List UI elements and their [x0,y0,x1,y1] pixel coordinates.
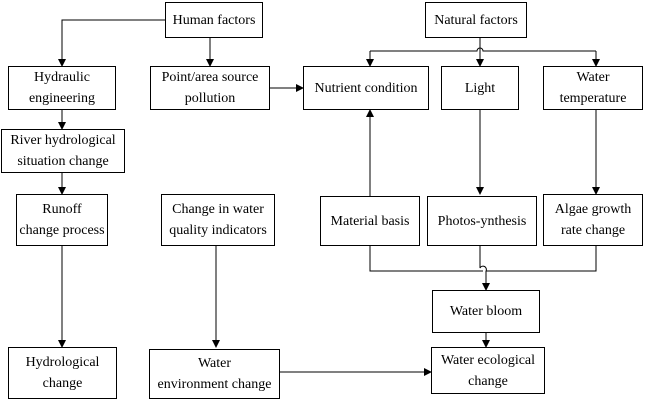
node-runoff-change-process: Runoff change process [16,194,108,246]
edge-natural-horizontal [370,47,596,52]
node-hydraulic-engineering: Hydraulic engineering [8,66,116,110]
edge-merge-material [369,246,483,272]
node-water-temperature: Water temperature [543,66,643,110]
node-hydrological-change: Hydrological change [8,347,117,399]
node-change-in-water-quality-indicators: Change in water quality indicators [161,194,275,246]
node-material-basis: Material basis [320,196,420,246]
node-water-bloom: Water bloom [432,290,540,333]
node-river-hydrological-situation-change: River hydrological situation change [1,129,125,173]
node-algae-growth-rate-change: Algae growth rate change [543,194,643,246]
node-water-environment-change: Water environment change [149,349,280,399]
edge-merge-algae [486,246,597,272]
node-light: Light [441,66,519,110]
node-water-ecological-change: Water ecological change [431,347,545,394]
edge-human-to-hydraulic [58,19,165,67]
node-nutrient-condition: Nutrient condition [303,66,429,110]
edge-merge-photosynthesis [479,246,487,272]
node-human-factors: Human factors [165,2,263,38]
node-natural-factors: Natural factors [425,2,527,38]
node-point-area-source-pollution: Point/area source pollution [150,66,270,110]
node-photosynthesis: Photos-ynthesis [427,196,537,246]
